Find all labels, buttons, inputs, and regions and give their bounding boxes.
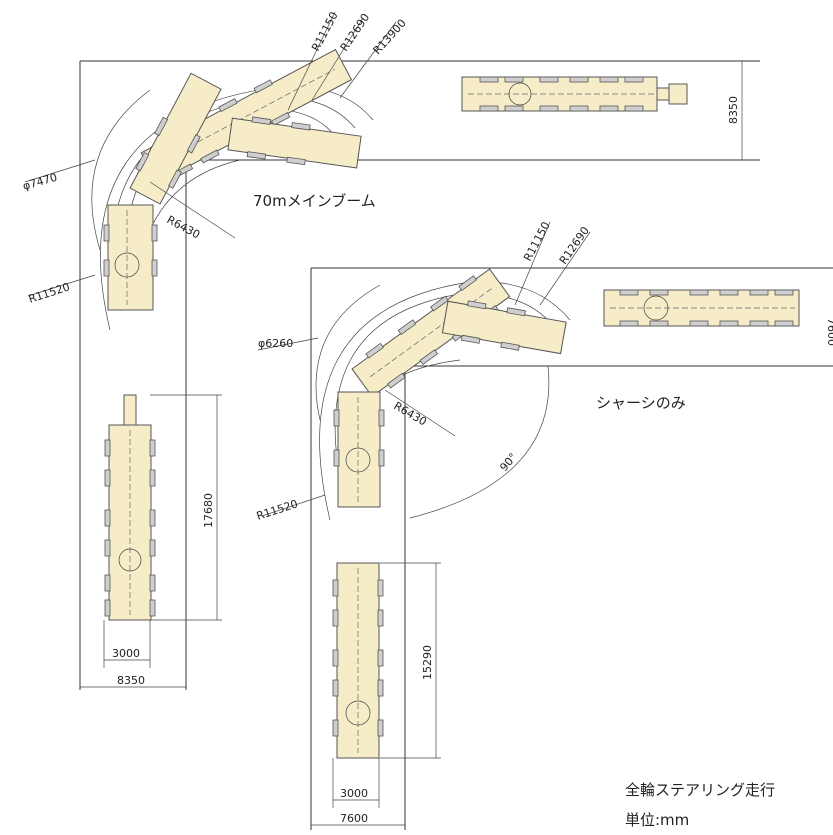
bottom-label-r11520: R11520 [255,497,300,523]
bottom-vehicle-turning [333,268,567,508]
top-arc-r6430 [149,159,241,231]
bottom-label-diameter: φ6260 [258,337,293,350]
top-label-r12690: R12690 [338,11,373,54]
top-dim-length-label: 17680 [202,493,215,528]
bottom-label-r12690: R12690 [557,224,592,266]
steering-mode-label: 全輪ステアリング走行 [625,781,775,799]
vehicle-boom-tip [656,87,670,101]
bottom-dim-length-label: 15290 [421,645,434,680]
bottom-arc-r12690 [319,281,571,521]
top-vehicle-turning [103,48,362,311]
vehicle-rear-vertical [337,391,381,508]
top-label-r11150: R11150 [309,10,340,54]
bottom-label-r6430: R6430 [392,399,429,428]
unit-label: 単位:mm [625,811,689,829]
top-vehicle-straight-vertical [104,394,156,621]
top-dim-width-label: 3000 [112,647,140,660]
top-label-diameter: φ7470 [21,171,58,193]
bottom-caption: シャーシのみ [596,394,686,412]
vehicle-rear-vertical [107,204,154,311]
top-label-r13900: R13900 [371,17,409,57]
bottom-dim-width-label: 3000 [340,787,368,800]
bottom-diagram: R11150 R12690 φ6260 R6430 R11520 90° 760… [255,220,833,830]
vehicle-slew-ring [508,82,532,106]
bottom-vehicle-straight-vertical [332,562,384,759]
top-label-r6430: R6430 [165,213,203,241]
bottom-dim-road-right-label: 7600 [825,318,833,346]
bottom-arc-90deg [409,365,550,519]
top-vehicle-straight-horizontal [461,76,688,112]
bottom-dim-road-bottom-label: 7600 [340,812,368,825]
top-dim-road-bottom-label: 8350 [117,674,145,687]
bottom-label-r11150: R11150 [521,220,552,264]
bottom-label-angle: 90° [497,451,519,474]
top-caption: 70mメインブーム [253,192,376,210]
top-dim-road-right-label: 8350 [727,96,740,124]
top-label-r11520: R11520 [27,280,72,306]
bottom-arc-r11520 [315,284,381,421]
vehicle-hook [668,83,688,105]
top-arc-r11520 [91,89,151,251]
bottom-vehicle-straight-horizontal [603,289,800,327]
